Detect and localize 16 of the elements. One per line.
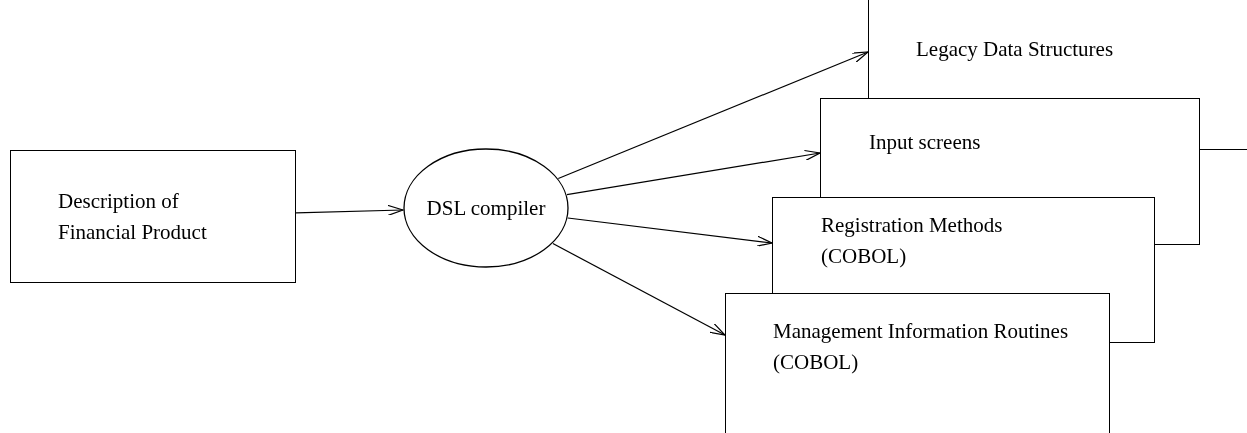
node-label: Management Information Routines (COBOL) [773, 318, 1070, 376]
process-ellipse [403, 148, 569, 268]
node-label: Registration Methods (COBOL) [821, 212, 1004, 270]
node-label: Input screens [869, 129, 982, 156]
process-box [725, 293, 1110, 433]
arrow [566, 149, 821, 196]
process-box [772, 197, 1155, 293]
arrow [295, 204, 404, 216]
node-label: DSL compiler [426, 194, 546, 222]
arrow [567, 217, 773, 247]
node-label: Description of Financial Product [58, 187, 208, 246]
arrow [557, 51, 869, 180]
node-label: Legacy Data Structures [916, 36, 1115, 63]
process-box [10, 150, 296, 283]
process-box [820, 98, 1200, 197]
arrow [552, 242, 726, 336]
